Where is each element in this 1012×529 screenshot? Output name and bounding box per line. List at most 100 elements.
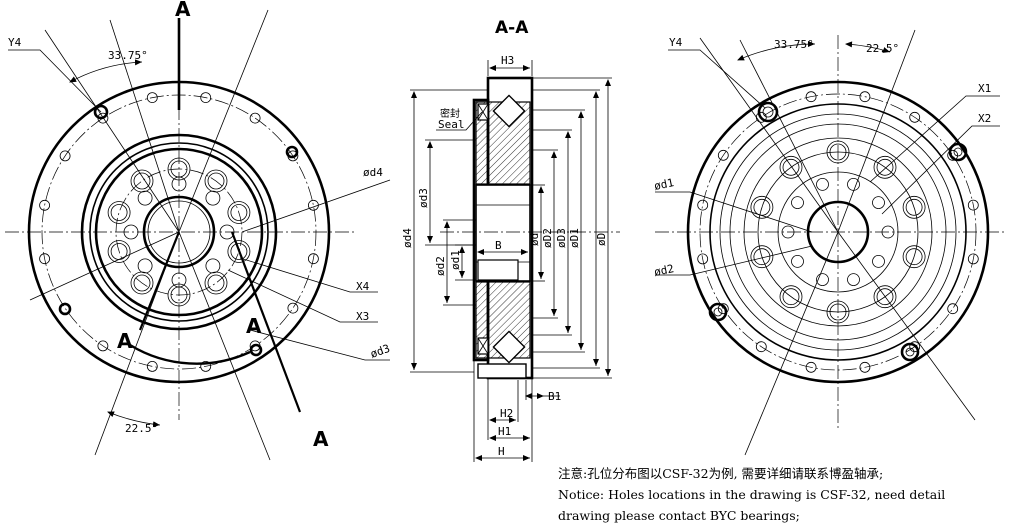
hole bbox=[717, 303, 729, 315]
dim-oD1: øD1 bbox=[568, 228, 581, 248]
hole bbox=[146, 360, 158, 372]
left-angle-top-label: 33.75° bbox=[108, 49, 148, 62]
hole bbox=[171, 176, 187, 192]
hole-inner bbox=[133, 172, 151, 190]
hole-inner bbox=[905, 248, 923, 266]
dim-od1: ød1 bbox=[449, 250, 462, 270]
hole-inner bbox=[829, 303, 847, 321]
hole bbox=[717, 149, 729, 161]
hole-inner bbox=[110, 204, 128, 221]
dim-h2: H2 bbox=[500, 407, 513, 420]
hole bbox=[872, 196, 885, 210]
note-line-en-2: drawing please contact BYC bearings; bbox=[558, 508, 800, 523]
left-od3-label: ød3 bbox=[369, 342, 392, 361]
hole bbox=[750, 195, 774, 219]
hole bbox=[859, 361, 871, 373]
hole bbox=[167, 283, 191, 307]
hole bbox=[227, 240, 251, 263]
hole bbox=[137, 258, 153, 274]
hole bbox=[697, 199, 709, 211]
hole bbox=[219, 224, 235, 240]
hole bbox=[146, 92, 158, 103]
hole-inner bbox=[782, 158, 800, 176]
hole-inner bbox=[207, 274, 225, 292]
note-line-cn: 注意:孔位分布图以CSF-32为例, 需要详细请联系博盈轴承; bbox=[558, 466, 884, 481]
right-angle-top-label: 33.75° bbox=[774, 38, 814, 51]
section-title: A-A bbox=[495, 18, 529, 38]
dim-h1: H1 bbox=[498, 425, 511, 438]
dim-od: ød bbox=[528, 233, 541, 246]
hole bbox=[107, 201, 131, 224]
hole bbox=[805, 91, 817, 103]
dim-b: B bbox=[495, 239, 502, 252]
dim-oD2: øD2 bbox=[541, 228, 554, 248]
hole bbox=[200, 92, 212, 103]
hole bbox=[909, 111, 921, 123]
seal-label-en: Seal bbox=[438, 118, 465, 131]
hole bbox=[171, 272, 187, 288]
left-inner-holes bbox=[123, 176, 235, 288]
hole bbox=[791, 254, 804, 268]
hole-inner bbox=[110, 243, 128, 260]
left-od4-label: ød4 bbox=[363, 166, 383, 179]
section-mark-a-right: A bbox=[246, 314, 262, 338]
hole bbox=[205, 190, 221, 206]
hole-inner bbox=[876, 158, 894, 176]
hole bbox=[97, 340, 109, 352]
hole bbox=[249, 112, 261, 124]
hole bbox=[881, 225, 895, 239]
left-x3-label: X3 bbox=[356, 310, 369, 323]
hole bbox=[873, 155, 897, 179]
dim-od2: ød2 bbox=[434, 256, 447, 276]
hole bbox=[816, 177, 829, 191]
left-angle-bottom-label: 22.5° bbox=[125, 422, 158, 435]
note-line-en-1: Notice: Holes locations in the drawing i… bbox=[558, 487, 946, 502]
right-rear-view bbox=[655, 29, 1005, 456]
hole bbox=[909, 341, 921, 353]
hole bbox=[816, 273, 829, 287]
section-mark-a-left: A bbox=[117, 329, 133, 353]
left-y4-label: Y4 bbox=[8, 36, 22, 49]
dim-h: H bbox=[498, 445, 505, 458]
hole-inner bbox=[207, 172, 225, 190]
right-x1-label: X1 bbox=[978, 82, 991, 95]
hole-inner bbox=[905, 198, 923, 216]
hole bbox=[805, 361, 817, 373]
hole bbox=[826, 140, 850, 164]
right-y4-label: Y4 bbox=[669, 36, 683, 49]
right-od2-label: ød2 bbox=[653, 262, 675, 279]
hole bbox=[873, 285, 897, 309]
seal-label-cn: 密封 bbox=[440, 107, 460, 120]
hole-inner bbox=[782, 288, 800, 306]
right-od1-label: ød1 bbox=[653, 176, 675, 193]
section-view bbox=[410, 60, 620, 462]
hole bbox=[755, 341, 767, 353]
hole bbox=[227, 201, 251, 224]
left-front-view bbox=[5, 9, 391, 461]
dim-oD: øD bbox=[595, 233, 608, 246]
hole bbox=[287, 302, 299, 314]
hole bbox=[967, 199, 979, 211]
section-mark-a-bottom: A bbox=[313, 427, 329, 451]
hole bbox=[107, 240, 131, 263]
hole bbox=[779, 285, 803, 309]
hole bbox=[755, 111, 767, 123]
hole bbox=[847, 273, 860, 287]
hole bbox=[859, 91, 871, 103]
hole bbox=[847, 177, 860, 191]
dim-h3: H3 bbox=[501, 54, 514, 67]
section-mark-a-top: A bbox=[175, 0, 191, 21]
hole bbox=[137, 190, 153, 206]
hole bbox=[872, 254, 885, 268]
right-inner-holes bbox=[781, 177, 895, 287]
hole bbox=[902, 245, 926, 269]
hole-inner bbox=[753, 248, 771, 266]
dim-od3: ød3 bbox=[417, 188, 430, 208]
hole bbox=[750, 245, 774, 269]
hole bbox=[902, 195, 926, 219]
hole bbox=[791, 196, 804, 210]
right-x2-label: X2 bbox=[978, 112, 991, 125]
hole bbox=[205, 258, 221, 274]
hole bbox=[39, 253, 50, 265]
